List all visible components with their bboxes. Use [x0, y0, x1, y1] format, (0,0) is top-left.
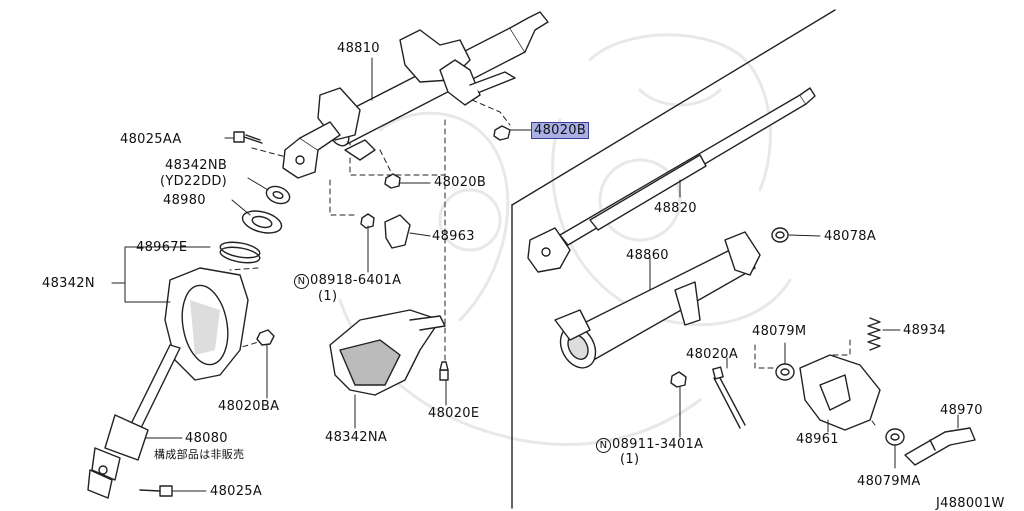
label-48342NA[interactable]: 48342NA — [325, 430, 388, 445]
cover-48342NA — [329, 309, 446, 396]
clamp-48967E — [219, 241, 261, 264]
label-48080-note: 構成部品は非販売 — [154, 448, 245, 461]
ring-48980 — [241, 210, 283, 234]
jacket-48860 — [554, 231, 761, 369]
column-tube-48810 — [317, 11, 549, 161]
label-48079MA[interactable]: 48079MA — [857, 474, 921, 489]
label-48810[interactable]: 48810 — [337, 41, 380, 56]
label-48025AA[interactable]: 48025AA — [120, 132, 182, 147]
label-48079M[interactable]: 48079M — [752, 324, 807, 339]
nut-48078A — [771, 227, 789, 243]
washer-48079MA — [885, 428, 905, 446]
divider-diagonal — [511, 9, 836, 206]
label-48967E[interactable]: 48967E — [136, 240, 188, 255]
label-48025A[interactable]: 48025A — [210, 484, 263, 499]
label-48963[interactable]: 48963 — [432, 229, 475, 244]
label-48342NB[interactable]: 48342NB — [165, 158, 228, 173]
nut-48020BA — [256, 329, 275, 346]
screw-48020E — [439, 361, 449, 381]
label-48820[interactable]: 48820 — [654, 201, 697, 216]
label-08911-qty: (1) — [620, 452, 640, 467]
bolt-48020A — [712, 366, 746, 429]
n-mark-icon: N — [294, 274, 309, 289]
diagram-code: J488001W — [936, 496, 1005, 511]
bolt-48025A — [139, 485, 173, 497]
label-48020BA[interactable]: 48020BA — [218, 399, 280, 414]
label-48342N[interactable]: 48342N — [42, 276, 95, 291]
spring-48934 — [867, 317, 881, 351]
label-48860[interactable]: 48860 — [626, 248, 669, 263]
shaft-48820 — [527, 87, 816, 273]
leader-dash — [349, 119, 446, 176]
label-48020B[interactable]: 48020B — [434, 175, 487, 190]
label-48342NB-variant: (YD22DD) — [160, 174, 228, 189]
nut-48020B-mid — [384, 173, 401, 189]
label-08918-code: 08918-6401A — [310, 273, 402, 288]
n-mark-icon: N — [596, 438, 611, 453]
label-48078A[interactable]: 48078A — [824, 229, 877, 244]
clip-48963 — [360, 213, 411, 249]
bolt-48025AA — [233, 131, 263, 144]
label-48970[interactable]: 48970 — [940, 403, 983, 418]
label-48020A[interactable]: 48020A — [686, 347, 739, 362]
label-48020B-highlighted[interactable]: 48020B — [531, 122, 590, 139]
washer-48079M — [775, 363, 795, 381]
bushing-48342NB — [265, 185, 291, 205]
label-08918-qty: (1) — [318, 289, 338, 304]
label-48980[interactable]: 48980 — [163, 193, 206, 208]
label-48020E[interactable]: 48020E — [428, 406, 480, 421]
label-48961[interactable]: 48961 — [796, 432, 839, 447]
u-joint-upper — [282, 121, 341, 179]
nut-48020B-top — [493, 125, 511, 141]
label-48934[interactable]: 48934 — [903, 323, 946, 338]
lower-shaft-48080 — [87, 344, 181, 499]
bracket-48961 — [799, 354, 881, 431]
nut-08911 — [670, 371, 687, 388]
lever-48970 — [904, 427, 976, 466]
boot-48342N — [164, 267, 249, 381]
label-48080[interactable]: 48080 — [185, 431, 228, 446]
label-08911-code: 08911-3401A — [612, 437, 704, 452]
